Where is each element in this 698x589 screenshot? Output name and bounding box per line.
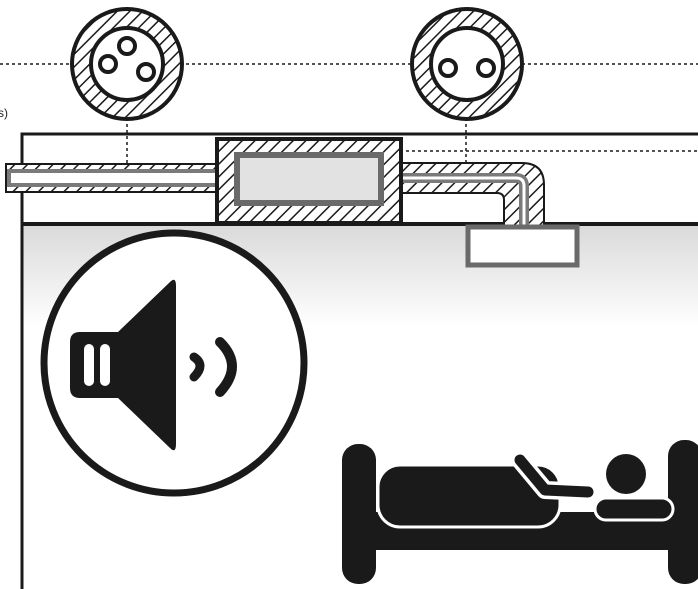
person-sleeping-in-bed-icon bbox=[342, 440, 698, 584]
speaker-icon bbox=[40, 229, 308, 497]
cross-section-three-icon bbox=[70, 7, 184, 121]
duct-left bbox=[5, 163, 224, 193]
edge-label-text: s) bbox=[0, 106, 8, 120]
duct-silencer bbox=[215, 137, 403, 225]
cross-section-two-icon bbox=[410, 7, 524, 121]
ceiling-diffuser bbox=[465, 224, 580, 268]
duct-right bbox=[395, 162, 545, 231]
